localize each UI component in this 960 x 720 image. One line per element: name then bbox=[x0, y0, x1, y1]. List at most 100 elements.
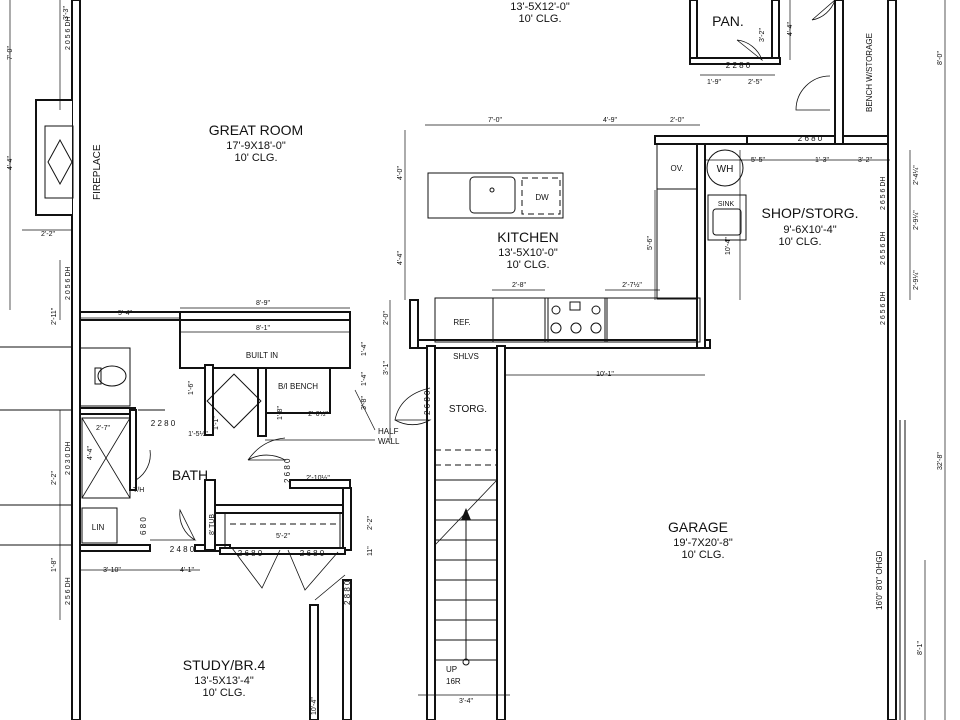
dimension-lines bbox=[9, 0, 946, 720]
dim-4-4-pan: 4'-4" bbox=[787, 22, 794, 36]
bath-fixtures bbox=[79, 347, 341, 549]
room-labels: 13'-5X12'-0" 10' CLG. PAN. GREAT ROOM 17… bbox=[172, 1, 859, 699]
door-swing-storg bbox=[394, 387, 432, 426]
dim-1-6: 1'-6" bbox=[188, 381, 195, 395]
dim-7-0-k: 7'-0" bbox=[488, 117, 502, 124]
dim-8-9: 8'-9" bbox=[256, 300, 270, 307]
kitchen-sink bbox=[469, 176, 516, 214]
kitchen-fixtures bbox=[427, 143, 747, 343]
dim-2-9-q-b: 2'-9¼" bbox=[913, 270, 920, 290]
great-room-title: GREAT ROOM bbox=[209, 122, 303, 138]
dim-7-0: 7'-0" bbox=[7, 46, 14, 60]
door-swings bbox=[135, 0, 836, 601]
sink-label: SINK bbox=[718, 201, 735, 208]
dim-2-7-half: 2'-7½" bbox=[622, 281, 642, 289]
door-2680-storg: 2 6 8 0 bbox=[423, 390, 432, 415]
dim-2-0-v: 2'-0" bbox=[383, 311, 390, 325]
linen-label: LIN bbox=[92, 523, 105, 532]
dim-3-2: 3'-2" bbox=[858, 157, 872, 164]
garage-size: 19'-7X20'-8" bbox=[673, 537, 733, 549]
tub bbox=[224, 512, 341, 549]
window-dh-d: 2 5 6 DH bbox=[65, 577, 72, 605]
built-in-cabinet bbox=[179, 319, 351, 369]
ohgd-label: 16'0" 8'0" OHGD bbox=[875, 550, 884, 610]
dim-10-1: 10'-1" bbox=[596, 371, 614, 378]
door-2680-shop: 2 6 8 0 bbox=[798, 134, 823, 143]
dim-2-2-hall: 2'-2" bbox=[367, 516, 374, 530]
half-wall-label-2: WALL bbox=[378, 437, 400, 446]
dim-3-2-pan: 3'-2" bbox=[759, 28, 766, 42]
dim-2-0-k: 2'-0" bbox=[670, 117, 684, 124]
range bbox=[544, 297, 608, 343]
shelves-label: SHLVS bbox=[453, 352, 479, 361]
study-title: STUDY/BR.4 bbox=[183, 657, 266, 673]
window-dh-r3: 2 6 5 6 DH bbox=[880, 292, 887, 325]
door-callouts: 2 6 8 0 2 2 8 0 2 2 8 0 2 6 8 0 2 6 8 0 … bbox=[65, 17, 887, 605]
fireplace-hearth bbox=[44, 125, 74, 199]
window-dh-a: 2 0 5 6 DH bbox=[65, 17, 72, 50]
dim-1-1: 1'-1" bbox=[213, 416, 220, 430]
dim-4-9: 4'-9" bbox=[603, 117, 617, 124]
toilet bbox=[97, 365, 127, 387]
shower bbox=[81, 417, 131, 499]
dim-1-8: 1'-8" bbox=[277, 406, 284, 420]
door-2880: 2 8 8 0 bbox=[343, 580, 352, 605]
utility-sink bbox=[707, 194, 747, 241]
door-2680-closet-1: 2 6 8 0 bbox=[238, 549, 263, 558]
shop-size: 9'-6X10'-4" bbox=[783, 224, 836, 236]
dim-2-11: 2'-11" bbox=[51, 307, 58, 325]
dim-3-10: 3'-10" bbox=[103, 567, 121, 574]
built-in-label: BUILT IN bbox=[246, 351, 278, 360]
dim-1-8-w: 1'-8" bbox=[51, 558, 58, 572]
dimension-labels: 3'-3" 7'-0" 4'-4" 2'-2" 2'-11" 5'-4" 8'-… bbox=[7, 6, 944, 715]
dim-8-1-r: 8'-1" bbox=[917, 641, 924, 655]
fireplace-firebox bbox=[47, 138, 73, 186]
dim-5-5: 5'-5" bbox=[751, 157, 765, 164]
dim-3-4: 3'-4" bbox=[459, 698, 473, 705]
dim-2-8: 2'-8" bbox=[512, 282, 526, 289]
top-room-clg: 10' CLG. bbox=[518, 13, 561, 25]
kitchen-title: KITCHEN bbox=[497, 229, 558, 245]
dim-1-4: 1'-4" bbox=[361, 342, 368, 356]
left-exterior-wall bbox=[71, 0, 81, 720]
top-room-size: 13'-5X12'-0" bbox=[510, 1, 570, 13]
dim-4-1: 4'-1" bbox=[180, 567, 194, 574]
kitchen-island bbox=[427, 172, 564, 219]
stair-risers-label: 16R bbox=[446, 677, 461, 686]
dim-4-0-k: 4'-0" bbox=[397, 166, 404, 180]
great-room-clg: 10' CLG. bbox=[234, 152, 277, 164]
bench-label: B/I BENCH bbox=[278, 382, 318, 391]
dim-1-4-b: 1'-4" bbox=[361, 372, 368, 386]
dim-3-1: 3'-1" bbox=[383, 361, 390, 375]
bench-box bbox=[265, 367, 331, 414]
dim-4-4-bath: 4'-4" bbox=[87, 446, 94, 460]
door-2480: 2 4 8 0 bbox=[170, 545, 195, 554]
door-swing-shop bbox=[795, 75, 831, 111]
dim-8-0: 8'-0" bbox=[937, 51, 944, 65]
ref-label: REF. bbox=[453, 318, 470, 327]
th-label: T/H bbox=[133, 487, 144, 494]
kitchen-clg: 10' CLG. bbox=[506, 259, 549, 271]
dim-10-4-shop: 10'-4" bbox=[725, 237, 732, 255]
garage-door bbox=[899, 420, 906, 720]
study-size: 13'-5X13'-4" bbox=[194, 675, 254, 687]
dim-2-10-half: 2'-10½" bbox=[306, 474, 330, 482]
counter bbox=[492, 297, 549, 343]
door-2280-bath: 2 2 8 0 bbox=[151, 419, 176, 428]
dim-2-9-q-a: 2'-9¼" bbox=[913, 210, 920, 230]
dim-2-6-half: 2'-6½" bbox=[308, 410, 328, 418]
great-room-size: 17'-9X18'-0" bbox=[226, 140, 286, 152]
dim-5-2: 5'-2" bbox=[276, 533, 290, 540]
garage-title: GARAGE bbox=[668, 519, 728, 535]
bench-storage-label: BENCH W/STORAGE bbox=[865, 33, 874, 112]
kitchen-size: 13'-5X10'-0" bbox=[498, 247, 558, 259]
dim-4-4-k: 4'-4" bbox=[397, 251, 404, 265]
dim-3-3: 3'-3" bbox=[63, 6, 70, 20]
dim-32-8: 32'-8" bbox=[937, 452, 944, 470]
dim-8-1: 8'-1" bbox=[256, 325, 270, 332]
dim-2-4-q: 2'-4¼" bbox=[913, 165, 920, 185]
half-wall-label-1: HALF bbox=[378, 427, 399, 436]
door-2280-pantry: 2 2 8 0 bbox=[726, 61, 751, 70]
garage-clg: 10' CLG. bbox=[681, 549, 724, 561]
window-dh-b: 2 0 5 6 DH bbox=[65, 267, 72, 300]
